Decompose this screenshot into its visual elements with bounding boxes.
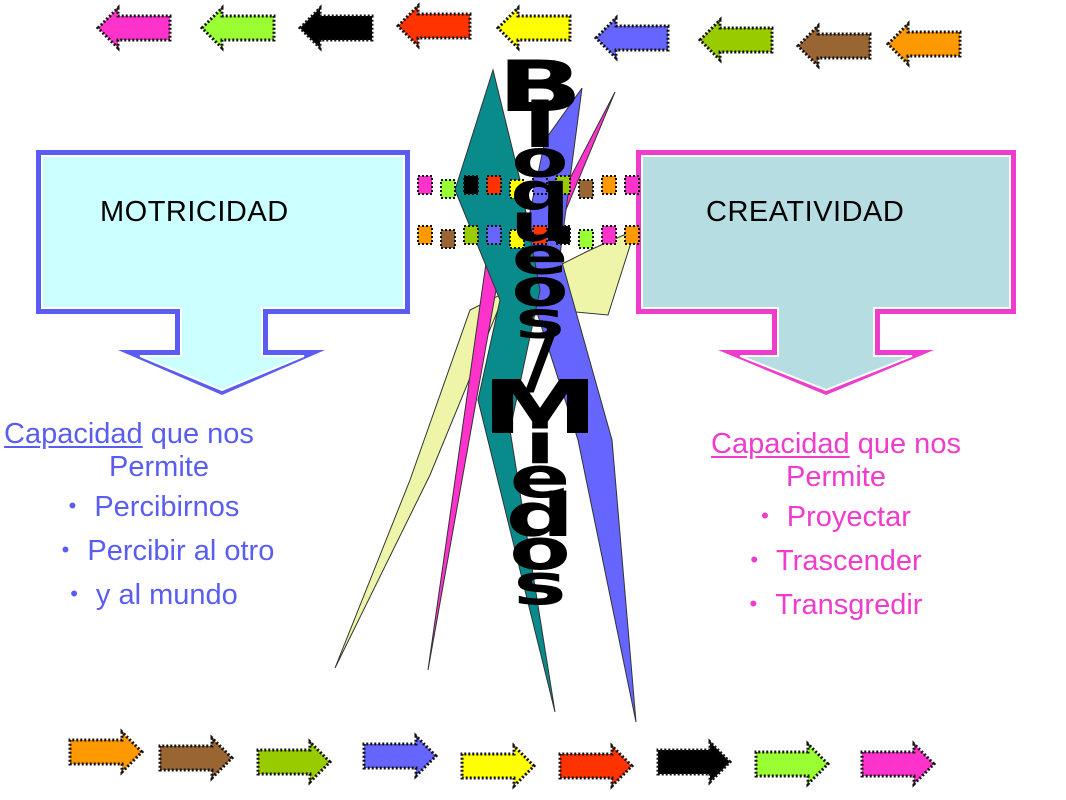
mini-square-icon (624, 175, 640, 195)
top-arrow-left-icon (396, 4, 472, 48)
creatividad-description: Capacidad que nos Permite Proyectar Tras… (676, 428, 996, 628)
wordart-letter: l (522, 89, 557, 163)
bottom-arrow-right-icon (558, 744, 634, 788)
bottom-arrow-right-icon (256, 740, 332, 784)
top-arrow-left-icon (96, 6, 172, 50)
mini-square-icon (440, 229, 456, 249)
mini-square-icon (578, 229, 594, 249)
bottom-arrow-right-icon (362, 734, 438, 778)
creatividad-bullet: Transgredir (676, 584, 996, 628)
bottom-arrow-right-icon (68, 730, 144, 774)
blue-lightning-shape (519, 87, 637, 723)
mini-square-icon (486, 225, 502, 245)
wordart-letter: d (505, 481, 575, 551)
creatividad-desc-line1: Capacidad que nos (676, 428, 996, 461)
mini-square-chain-upper (417, 175, 640, 199)
creatividad-underlined-word: Capacidad (711, 428, 850, 460)
wordart-letter: e (509, 446, 571, 512)
wordart-letter: o (511, 258, 569, 319)
wordart-letter: s (515, 291, 565, 352)
wordart-letter: s (513, 552, 567, 618)
motricidad-bullet: y al mundo (0, 574, 344, 618)
wordart-letter: o (511, 129, 569, 190)
creatividad-desc-line2: Permite (786, 461, 886, 493)
mini-square-icon (532, 175, 548, 195)
top-arrow-left-icon (200, 6, 276, 50)
creatividad-bullet-list: Proyectar Trascender Transgredir (676, 496, 996, 628)
wordart-letter: / (524, 321, 556, 404)
top-arrow-left-icon (298, 6, 374, 50)
mini-square-icon (578, 179, 594, 199)
motricidad-desc-line1: Capacidad que nos (4, 418, 344, 451)
mini-square-icon (624, 225, 640, 245)
wordart-letter: M (481, 364, 599, 451)
bottom-arrow-right-icon (754, 742, 830, 786)
mini-square-icon (486, 175, 502, 195)
top-arrow-left-icon (796, 24, 872, 68)
wordart-letter: e (511, 226, 569, 287)
wordart-letter: i (524, 411, 556, 477)
creatividad-callout-shape (636, 150, 1016, 395)
motricidad-bullet-list: Percibirnos Percibir al otro y al mundo (4, 486, 344, 618)
bottom-arrow-right-icon (460, 744, 536, 788)
bottom-arrow-right-icon (860, 742, 936, 786)
mini-square-icon (555, 225, 571, 245)
mini-square-icon (555, 175, 571, 195)
bottom-arrow-right-icon (158, 736, 234, 780)
creatividad-bullet: Trascender (676, 540, 996, 584)
motricidad-desc-line2: Permite (109, 451, 209, 483)
motricidad-desc-rest: que nos (142, 418, 254, 450)
mini-square-icon (417, 175, 433, 195)
wordart-letter: q (510, 162, 570, 223)
motricidad-callout-shape (36, 150, 410, 395)
mini-square-icon (463, 225, 479, 245)
mini-square-chain-lower (417, 225, 640, 249)
mini-square-icon (509, 229, 525, 249)
top-arrow-left-icon (496, 6, 572, 50)
mini-square-icon (440, 179, 456, 199)
wordart-letter: u (510, 194, 570, 255)
wordart-letter: B (497, 46, 583, 128)
top-arrow-left-icon (698, 18, 774, 62)
motricidad-underlined-word: Capacidad (4, 418, 143, 450)
mini-square-icon (532, 225, 548, 245)
motricidad-description: Capacidad que nos Permite Percibirnos Pe… (4, 418, 344, 618)
wordart-letter: o (509, 518, 571, 584)
mini-square-icon (601, 175, 617, 195)
top-arrow-left-icon (886, 22, 962, 66)
bottom-arrow-right-icon (656, 740, 732, 784)
mini-square-icon (417, 225, 433, 245)
mini-square-icon (601, 225, 617, 245)
mini-square-icon (509, 179, 525, 199)
creatividad-title: CREATIVIDAD (706, 196, 905, 228)
motricidad-bullet: Percibir al otro (0, 530, 344, 574)
motricidad-bullet: Percibirnos (0, 486, 344, 530)
motricidad-title: MOTRICIDAD (100, 196, 289, 228)
mini-square-icon (463, 175, 479, 195)
creatividad-desc-rest: que nos (849, 428, 961, 460)
creatividad-bullet: Proyectar (676, 496, 996, 540)
